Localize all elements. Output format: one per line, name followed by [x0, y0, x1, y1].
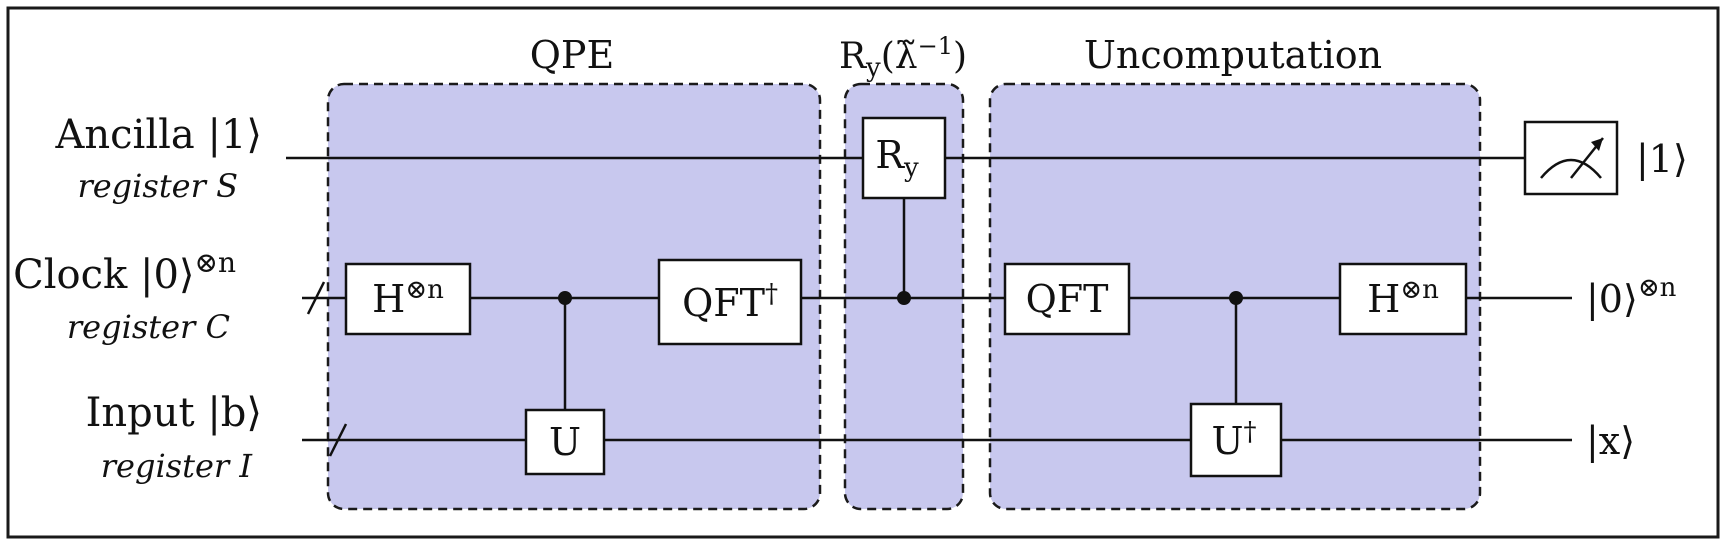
clock-output-sup: ⊗n [1638, 273, 1677, 303]
rotation-label-close: ) [953, 36, 967, 77]
h-last-gate [1338, 262, 1468, 336]
h-first-sup: ⊗n [405, 275, 444, 305]
qft-gate-label: QFT [1026, 277, 1109, 321]
h-last-gate-label: H⊗n [1367, 275, 1439, 321]
qft-dagger-sup: † [765, 279, 778, 309]
clock-name-power: ⊗n [195, 246, 237, 279]
u-dagger-base: U [1211, 419, 1243, 463]
ancilla-register-name: Ancilla |1⟩ [54, 112, 262, 158]
qft-gate [1003, 262, 1131, 336]
ry-control-dot [897, 291, 911, 305]
input-register-subtitle: register I [101, 447, 254, 485]
meter-arc [1540, 158, 1602, 179]
u-dagger-gate [1189, 402, 1283, 478]
clock-register-subtitle: register C [67, 308, 230, 346]
clock-output-label: |0⟩⊗n [1586, 273, 1677, 321]
u-dagger-gate-label: U† [1211, 417, 1256, 463]
rotation-label-base: R [839, 36, 867, 77]
uncomputation-block-label: Uncomputation [1084, 33, 1382, 77]
h-first-gate-label: H⊗n [372, 275, 444, 321]
rotation-label-exp: −1 [918, 32, 953, 60]
h-first-gate [344, 262, 472, 336]
qft-dagger-gate [657, 258, 803, 346]
ancilla-register-subtitle: register S [77, 167, 238, 205]
input-output-label: |x⟩ [1586, 419, 1635, 463]
ry-gate-label: Ry [875, 133, 919, 183]
meter-icon [1523, 120, 1619, 196]
ry-sub: y [903, 153, 919, 183]
u-control-dot [558, 291, 572, 305]
u-dagger-sup: † [1244, 417, 1257, 447]
u-gate-label: U [549, 420, 581, 464]
h-first-base: H [372, 277, 405, 321]
qpe-block-label: QPE [530, 33, 614, 77]
meter-needle-head [1591, 138, 1603, 151]
u-dagger-control-dot [1229, 291, 1243, 305]
h-last-base: H [1367, 277, 1400, 321]
qft-dagger-gate-label: QFT† [682, 279, 778, 325]
input-register-name: Input |b⟩ [86, 390, 262, 436]
clock-register-name: Clock |0⟩⊗n [13, 246, 236, 298]
measurement-box [1523, 120, 1619, 196]
input-bundle-slash [328, 423, 348, 457]
ry-gate [861, 116, 947, 200]
rotation-label-arg: (λ̃ [881, 36, 918, 77]
rotation-label-sub: y [865, 53, 881, 83]
rotation-block-label: Ry(λ̃−1) [839, 32, 967, 83]
qft-dagger-base: QFT [682, 281, 765, 325]
clock-name-text: Clock |0⟩ [13, 252, 194, 298]
clock-output-base: |0⟩ [1586, 277, 1638, 321]
u-gate [524, 408, 606, 476]
qpe-block [326, 82, 822, 511]
clock-bundle-slash [306, 281, 326, 315]
h-last-sup: ⊗n [1400, 275, 1439, 305]
ry-base: R [875, 133, 905, 177]
ancilla-output-label: |1⟩ [1636, 137, 1688, 181]
